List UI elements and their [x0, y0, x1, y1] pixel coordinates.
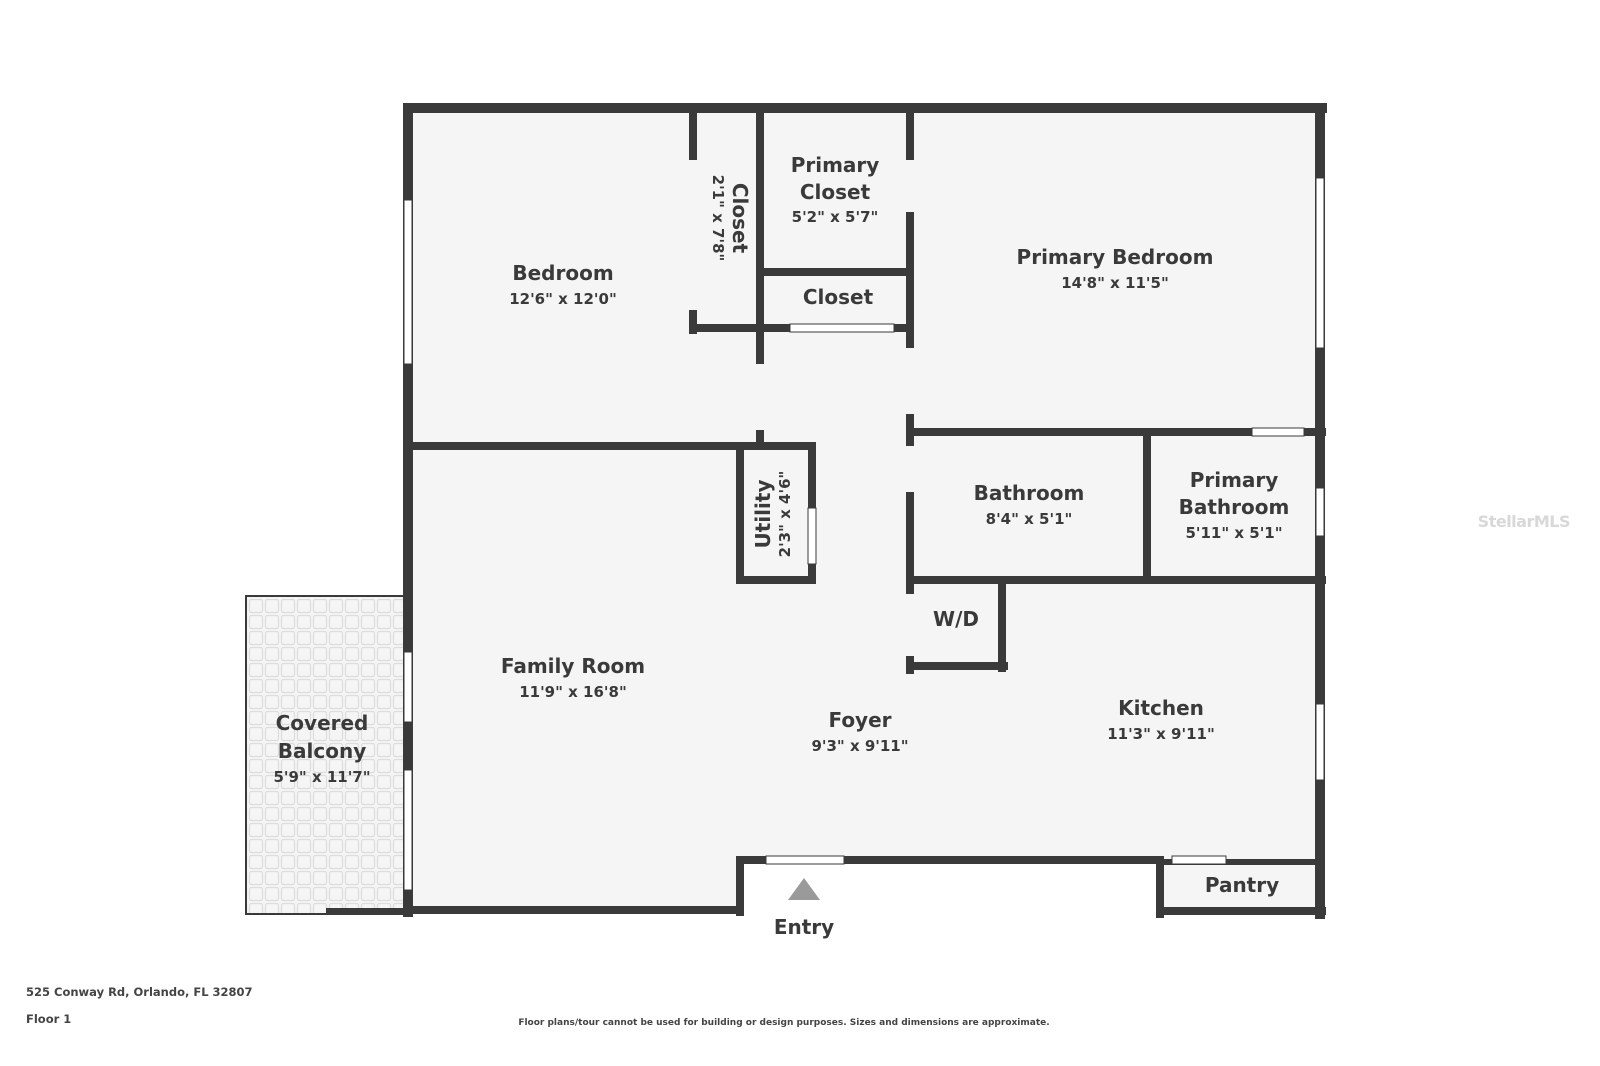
room-foyer: Foyer 9'3" x 9'11": [811, 708, 908, 755]
room-name-line1: Primary: [791, 153, 880, 177]
room-dimensions: 8'4" x 5'1": [986, 510, 1073, 528]
room-name: Closet: [803, 285, 874, 309]
room-name: Bedroom: [512, 261, 613, 285]
room-name-line1: Covered: [276, 711, 369, 735]
covered-balcony-area: [245, 595, 409, 915]
room-name: Family Room: [501, 654, 645, 678]
room-name: Pantry: [1205, 873, 1279, 897]
room-closet-hall: Closet: [803, 285, 874, 309]
room-name: W/D: [933, 607, 979, 631]
room-dimensions: 5'9" x 11'7": [273, 768, 370, 786]
room-utility: Utility 2'3" x 4'6": [751, 471, 794, 558]
room-wd: W/D: [933, 607, 979, 631]
room-dimensions: 12'6" x 12'0": [509, 290, 617, 308]
room-dimensions: 11'9" x 16'8": [519, 683, 627, 701]
entry-label: Entry: [774, 915, 834, 939]
room-pantry: Pantry: [1205, 873, 1279, 897]
interior-floor: [408, 108, 1322, 914]
room-bedroom: Bedroom 12'6" x 12'0": [509, 261, 617, 308]
room-name-line2: Closet: [800, 180, 871, 204]
property-address: 525 Conway Rd, Orlando, FL 32807: [26, 985, 253, 999]
floor-label: Floor 1: [26, 1012, 72, 1026]
room-dimensions: 11'3" x 9'11": [1107, 725, 1215, 743]
door-openings: [689, 160, 914, 656]
entry-arrow-icon: [788, 878, 820, 900]
room-name: Bathroom: [974, 481, 1085, 505]
room-covered-balcony: Covered Balcony 5'9" x 11'7": [273, 711, 370, 786]
room-name: Foyer: [828, 708, 891, 732]
room-primary-bedroom: Primary Bedroom 14'8" x 11'5": [1017, 245, 1214, 292]
windows: [403, 177, 1325, 891]
room-closet-small: Closet 2'1" x 7'8": [709, 175, 752, 262]
room-name-line2: Bathroom: [1179, 495, 1290, 519]
room-dimensions: 2'1" x 7'8": [709, 175, 727, 262]
room-dimensions: 5'2" x 5'7": [792, 208, 879, 226]
room-name: Primary Bedroom: [1017, 245, 1214, 269]
room-bathroom: Bathroom 8'4" x 5'1": [974, 481, 1085, 528]
room-name-line2: Balcony: [278, 739, 366, 763]
watermark: StellarMLS: [1477, 512, 1571, 531]
room-dimensions: 9'3" x 9'11": [811, 737, 908, 755]
room-primary-bathroom: Primary Bathroom 5'11" x 5'1": [1179, 468, 1290, 542]
room-dimensions: 14'8" x 11'5": [1061, 274, 1169, 292]
room-name: Kitchen: [1118, 696, 1204, 720]
room-dimensions: 5'11" x 5'1": [1185, 524, 1282, 542]
room-primary-closet: Primary Closet 5'2" x 5'7": [791, 153, 880, 226]
room-name: Utility: [751, 480, 775, 549]
room-kitchen: Kitchen 11'3" x 9'11": [1107, 696, 1215, 743]
room-name-line1: Primary: [1190, 468, 1279, 492]
room-dimensions: 2'3" x 4'6": [776, 471, 794, 558]
room-family-room: Family Room 11'9" x 16'8": [501, 654, 645, 701]
disclaimer: Floor plans/tour cannot be used for buil…: [518, 1018, 1050, 1028]
room-name: Closet: [728, 183, 752, 254]
